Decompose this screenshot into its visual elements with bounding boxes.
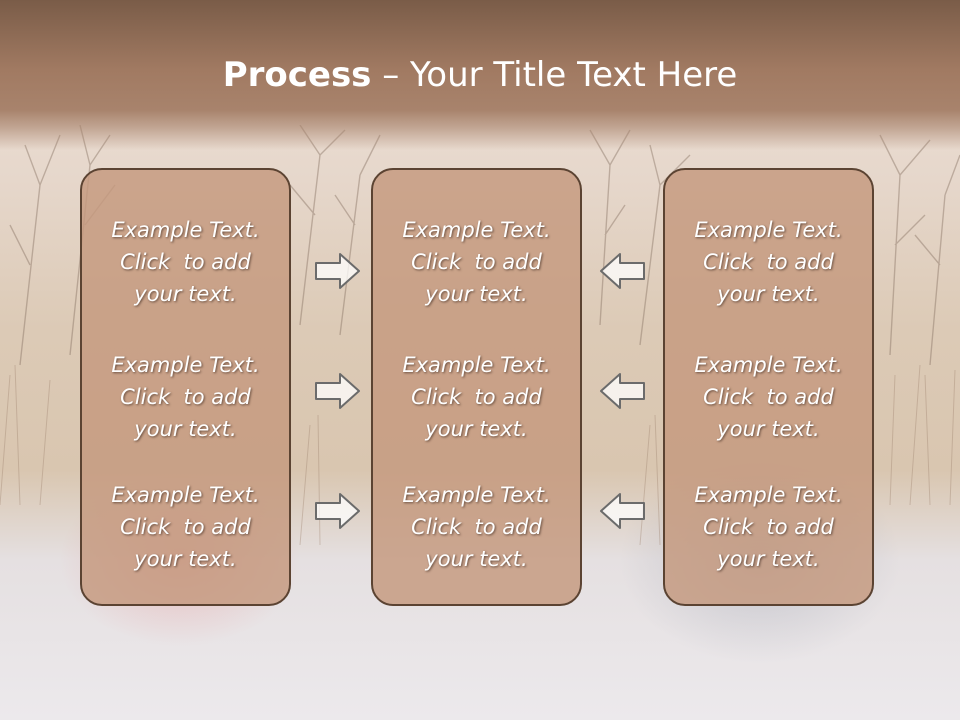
left-arrow-icon [600, 493, 645, 529]
title-bold: Process [222, 55, 372, 95]
right-arrow-icon [315, 373, 360, 409]
title-rest: – Your Title Text Here [371, 55, 738, 95]
title-bar [0, 0, 960, 150]
left-arrow-icon [600, 253, 645, 289]
left-arrow-icon [600, 373, 645, 409]
slide-title[interactable]: Process – Your Title Text Here [0, 52, 960, 98]
right-arrow-icon [315, 493, 360, 529]
right-arrow-icon [315, 253, 360, 289]
